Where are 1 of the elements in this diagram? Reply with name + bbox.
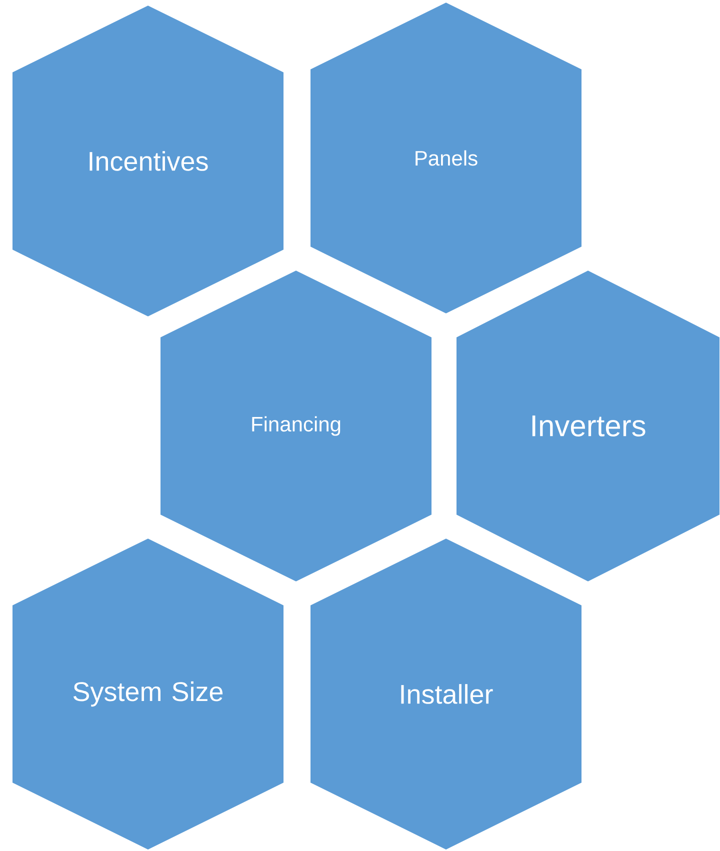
node-label: Installer (401, 684, 493, 704)
